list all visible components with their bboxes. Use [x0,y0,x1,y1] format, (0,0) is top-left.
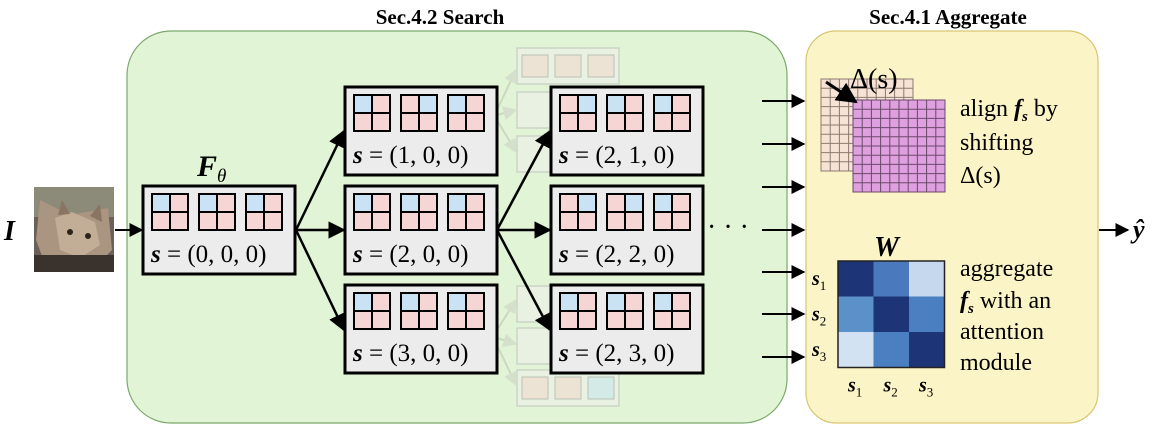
node-root: s = (0, 0, 0) [141,184,297,276]
aggregate-text-line4: module [960,350,1032,376]
aggregate-text-line3: attention [960,319,1044,345]
output-label: ŷ [1130,215,1145,244]
ellipsis: · · · [707,212,749,243]
feature-patch [353,193,391,231]
node-n210: s = (2, 1, 0) [549,85,705,177]
node-n220: s = (2, 2, 0) [549,184,705,276]
node-label: s = (2, 2, 0) [558,241,674,268]
row-label: s1 [811,268,826,293]
heatmap-cell [873,296,909,332]
ghost-node-bottom-3 [516,369,620,407]
node-label: s = (3, 0, 0) [352,340,468,367]
col-label: s1 [847,375,862,400]
feature-patch [653,94,691,132]
node-label: s = (2, 3, 0) [558,340,674,367]
heatmap-cell [873,261,909,297]
feature-arrows [762,94,806,364]
search-section-title: Sec.4.2 Search [376,5,505,29]
feature-patch [151,193,189,231]
feature-patch [353,94,391,132]
feature-patch [559,193,597,231]
heatmap-cell [873,332,909,368]
row-label: s2 [811,304,826,329]
feature-patch [653,292,691,330]
node-n230: s = (2, 3, 0) [549,283,705,375]
node-n100: s = (1, 0, 0) [343,85,499,177]
node-label: s = (2, 1, 0) [558,142,674,169]
feature-patch [606,193,644,231]
feature-patch [245,193,283,231]
feature-patch [447,292,485,330]
heatmap-cell [909,296,945,332]
feature-patch [400,193,438,231]
node-label: s = (2, 0, 0) [352,241,468,268]
feature-patch [653,193,691,231]
feature-patch [400,292,438,330]
tree-arrows [294,129,552,332]
shift-arrow [825,80,858,104]
attention-matrix-label: W [874,232,901,263]
align-text-line3: Δ(s) [960,163,1001,189]
node-n200: s = (2, 0, 0) [343,184,499,276]
shift-delta-label: Δ(s) [850,64,898,95]
feature-patch [606,94,644,132]
heatmap-cell [909,261,945,297]
feature-patch [559,292,597,330]
aggregate-section-title: Sec.4.1 Aggregate [869,5,1027,29]
aggregate-text-line2: fs with an [960,288,1051,319]
feature-patch [198,193,236,231]
feature-patch [400,94,438,132]
attention-heatmap: s1 s2 s3 s1 s2 s3 [811,260,946,400]
feature-patch [447,94,485,132]
input-label: I [3,216,16,247]
col-label: s3 [918,375,933,400]
feature-patch [606,292,644,330]
heatmap-cell [838,261,874,297]
ghost-node-top-1 [516,47,620,85]
search-tree: s = (0, 0, 0) s = (1, 0, 0) s = (2, 0, 0) s… [141,85,705,375]
model-label: Fθ [196,150,226,187]
node-n300: s = (3, 0, 0) [343,283,499,375]
node-label: s = (0, 0, 0) [150,241,266,268]
row-label: s3 [811,339,826,364]
node-label: s = (1, 0, 0) [352,142,468,169]
feature-patch [447,193,485,231]
align-text-line2: shifting [960,130,1033,156]
heatmap-cell [838,332,874,368]
heatmap-cell [909,332,945,368]
align-text-line1: align fs by [960,96,1058,127]
heatmap-cell [838,296,874,332]
cat-image [34,187,114,272]
feature-patch [559,94,597,132]
aggregate-text-line1: aggregate [960,256,1053,282]
feature-patch [353,292,391,330]
col-label: s2 [883,375,898,400]
